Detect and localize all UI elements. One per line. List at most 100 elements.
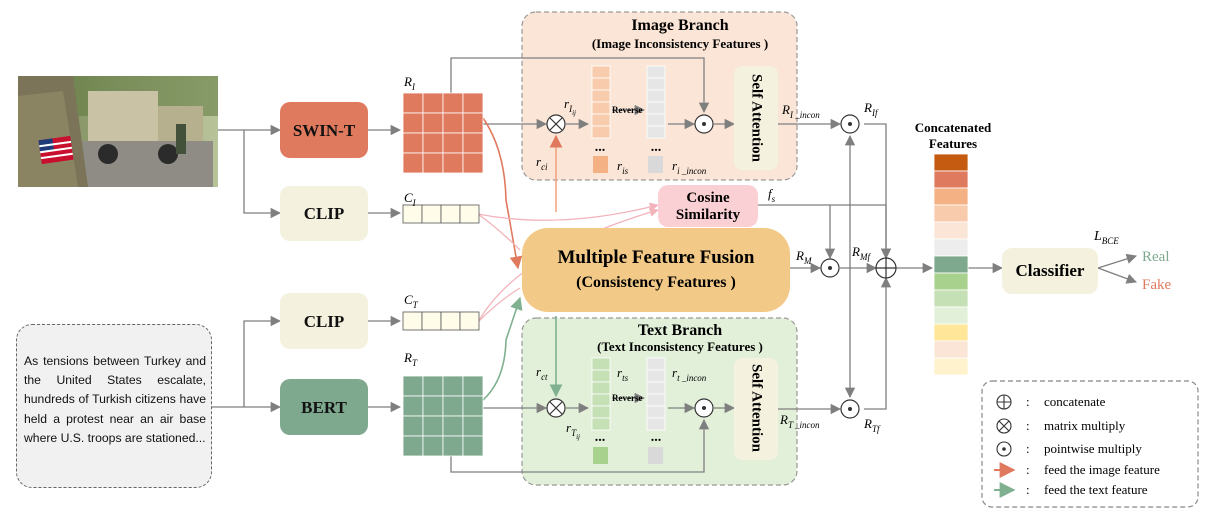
text-reversed-column bbox=[646, 357, 666, 431]
feature-cell bbox=[440, 311, 461, 331]
column-cell bbox=[591, 417, 611, 431]
grid-cell bbox=[422, 132, 444, 154]
grid-cell bbox=[422, 435, 444, 457]
symbol-c-i: CI bbox=[404, 190, 417, 208]
grid-cell bbox=[402, 92, 424, 114]
symbol-r-t: RT bbox=[403, 350, 418, 368]
grid-cell bbox=[422, 112, 444, 134]
text-branch-subtitle: (Text Inconsistency Features ) bbox=[597, 339, 763, 354]
concat-feature-cell bbox=[933, 357, 969, 376]
column-cell bbox=[646, 417, 666, 431]
cosine-line2: Similarity bbox=[676, 207, 741, 223]
image-self-attention-label: Self Attention bbox=[749, 74, 765, 163]
fusion-subtitle: (Consistency Features ) bbox=[576, 274, 736, 291]
grid-cell bbox=[402, 152, 424, 174]
concat-feature-cell bbox=[933, 289, 969, 308]
classifier-box bbox=[1002, 248, 1098, 294]
text-reverse-label: Reverse bbox=[612, 393, 642, 403]
text-self-attention bbox=[734, 358, 778, 460]
output-fake: Fake bbox=[1142, 277, 1172, 293]
symbol-f-s: fs bbox=[768, 186, 776, 204]
bert-encoder bbox=[280, 379, 368, 435]
clip-text-encoder bbox=[280, 293, 368, 349]
legend-matrix-multiply: : matrix multiply bbox=[996, 418, 1126, 434]
grid-cell bbox=[442, 112, 464, 134]
text-matrix-multiply-op bbox=[546, 398, 566, 418]
concatenated-features-column bbox=[933, 153, 969, 376]
concat-feature-cell bbox=[933, 323, 969, 342]
grid-cell bbox=[442, 375, 464, 397]
cosine-line1: Cosine bbox=[686, 190, 730, 206]
symbol-r-tij: rTij bbox=[566, 420, 580, 441]
column-cell bbox=[646, 357, 666, 371]
grid-cell bbox=[402, 112, 424, 134]
symbol-r-i: RI bbox=[403, 74, 416, 92]
svg-text:feed the image feature: feed the image feature bbox=[1044, 462, 1160, 477]
legend-feed-text: : feed the text feature bbox=[994, 482, 1148, 498]
column-cell bbox=[646, 113, 666, 127]
grid-cell bbox=[442, 415, 464, 437]
symbol-r-ts: rts bbox=[617, 365, 629, 383]
symbol-r-tf: RTf bbox=[863, 416, 881, 434]
concat-feature-cell bbox=[933, 255, 969, 274]
grid-cell bbox=[402, 375, 424, 397]
svg-text::: : bbox=[1026, 462, 1030, 477]
column-cell bbox=[591, 381, 611, 395]
concat-feature-cell bbox=[933, 272, 969, 291]
column-cell bbox=[646, 405, 666, 419]
concat-feature-cell bbox=[933, 153, 969, 172]
image-score-column bbox=[591, 65, 611, 139]
column-cell bbox=[646, 393, 666, 407]
grid-cell bbox=[422, 415, 444, 437]
column-cell bbox=[646, 65, 666, 79]
swin-t-label: SWIN-T bbox=[293, 121, 356, 140]
grid-cell bbox=[422, 395, 444, 417]
legend-box bbox=[981, 380, 1199, 508]
cosine-similarity-box bbox=[658, 185, 758, 227]
grid-cell bbox=[462, 395, 484, 417]
input-image bbox=[18, 76, 218, 187]
column-cell bbox=[591, 113, 611, 127]
symbol-r-iij: rIij bbox=[564, 96, 576, 117]
clip-text-feature bbox=[402, 311, 480, 331]
svg-text::: : bbox=[1026, 418, 1030, 433]
concat-feature-cell bbox=[933, 204, 969, 223]
svg-text:matrix multiply: matrix multiply bbox=[1044, 418, 1126, 433]
column-cell bbox=[646, 77, 666, 91]
symbol-r-ci: rci bbox=[536, 154, 548, 172]
consistency-pointwise-op bbox=[820, 258, 840, 278]
column-cell bbox=[591, 101, 611, 115]
image-reversed-column bbox=[646, 65, 666, 139]
column-cell bbox=[591, 357, 611, 371]
symbol-r-t-incon-big: RT _incon bbox=[779, 412, 820, 430]
concat-feature-cell bbox=[933, 187, 969, 206]
image-dots-right: ... bbox=[651, 140, 662, 155]
feature-cell bbox=[459, 311, 480, 331]
output-real: Real bbox=[1142, 249, 1170, 265]
svg-text:pointwise multiply: pointwise multiply bbox=[1044, 441, 1142, 456]
concat-feature-cell bbox=[933, 170, 969, 189]
symbol-r-i-incon-big: RI _incon bbox=[781, 102, 820, 120]
column-cell bbox=[591, 125, 611, 139]
text-dots-left: ... bbox=[595, 430, 606, 445]
symbol-l-bce: LBCE bbox=[1093, 229, 1119, 246]
feature-cell bbox=[459, 204, 480, 224]
symbol-r-is: ris bbox=[617, 158, 629, 176]
feature-cell bbox=[421, 311, 442, 331]
concat-title-line1: Concatenated bbox=[915, 120, 992, 135]
feature-cell bbox=[402, 311, 423, 331]
column-cell bbox=[591, 65, 611, 79]
text-cell-rts bbox=[593, 447, 608, 464]
svg-text:concatenate: concatenate bbox=[1044, 394, 1106, 409]
image-pointwise-op bbox=[694, 114, 714, 134]
symbol-r-ct: rct bbox=[536, 364, 548, 382]
image-dots-left: ... bbox=[595, 140, 606, 155]
symbol-r-if: RIf bbox=[863, 100, 879, 118]
feature-cell bbox=[440, 204, 461, 224]
text-fusion-pointwise-op bbox=[840, 399, 860, 419]
grid-cell bbox=[422, 375, 444, 397]
concat-feature-cell bbox=[933, 340, 969, 359]
concat-feature-cell bbox=[933, 306, 969, 325]
grid-cell bbox=[402, 435, 424, 457]
clip-image-encoder bbox=[280, 186, 368, 241]
